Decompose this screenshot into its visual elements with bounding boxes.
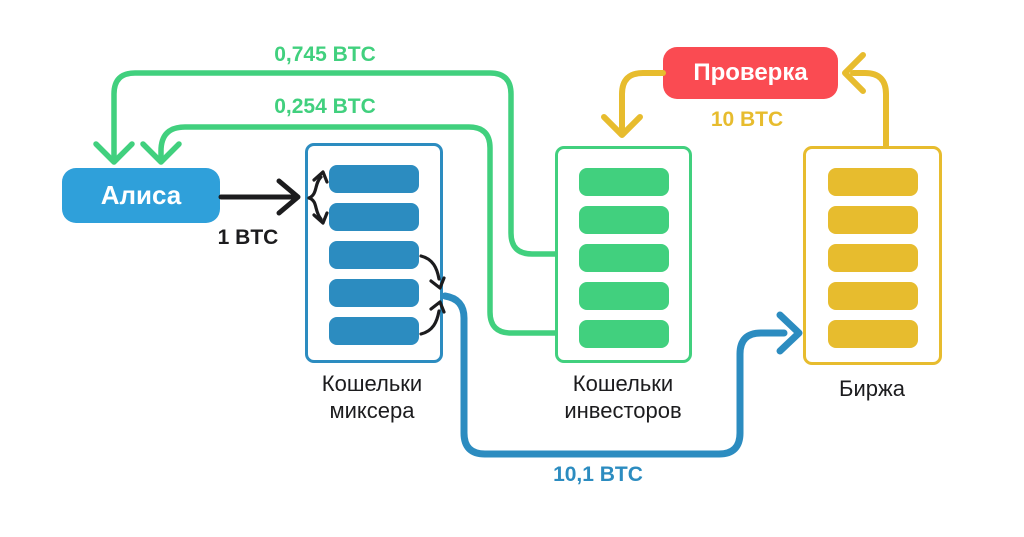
investor-wallet-bar [578, 206, 669, 234]
deposit-amount-label: 1 BTC [217, 226, 279, 249]
mixer-wallet-bar [329, 317, 419, 345]
exchange-amount-label: 10,1 BTC [553, 463, 643, 486]
investor-wallet-bar [578, 320, 669, 348]
mixer-wallet-bar [329, 279, 419, 307]
alice-to-mixer-arrow [218, 178, 301, 216]
exchange-wallet-bar [827, 244, 918, 272]
exchange-caption: Биржа [839, 376, 905, 401]
exchange-wallets-box [803, 146, 942, 365]
investor-wallet-bar [578, 282, 669, 310]
exchange-wallet-bar [827, 168, 918, 196]
verification-label: Проверка [693, 59, 808, 86]
deposit-arrowhead-icon [276, 178, 301, 216]
exchange-wallet-bar [827, 282, 918, 310]
mixer-wallets-caption: Кошельки миксера [321, 371, 423, 423]
investor-wallets-caption: Кошельки инвесторов [564, 371, 682, 423]
exchange-wallet-bar [827, 320, 918, 348]
payout1-arrowhead-icon [93, 141, 135, 165]
investor-wallets-box [555, 146, 692, 363]
exchange-wallet-bar [827, 206, 918, 234]
mixer-wallet-bar [329, 165, 419, 193]
alice-label: Алиса [100, 180, 182, 210]
alice-node: Алиса [62, 168, 220, 223]
exchange-arrowhead-icon [776, 311, 803, 355]
payout2-amount-label: 0,254 BTC [274, 95, 376, 118]
investor-wallet-bar [578, 244, 669, 272]
mixer-wallets-box [305, 143, 443, 363]
payout1-amount-label: 0,745 BTC [274, 43, 376, 66]
investor-wallet-bar [578, 168, 669, 196]
check-down-arrowhead-icon [601, 114, 643, 138]
exchange-to-check-arrow [842, 52, 889, 149]
payout2-arrowhead-icon [140, 141, 182, 165]
check-left-arrowhead-icon [842, 52, 866, 94]
check-amount-label: 10 BTC [710, 108, 784, 131]
verification-node: Проверка [663, 47, 838, 99]
